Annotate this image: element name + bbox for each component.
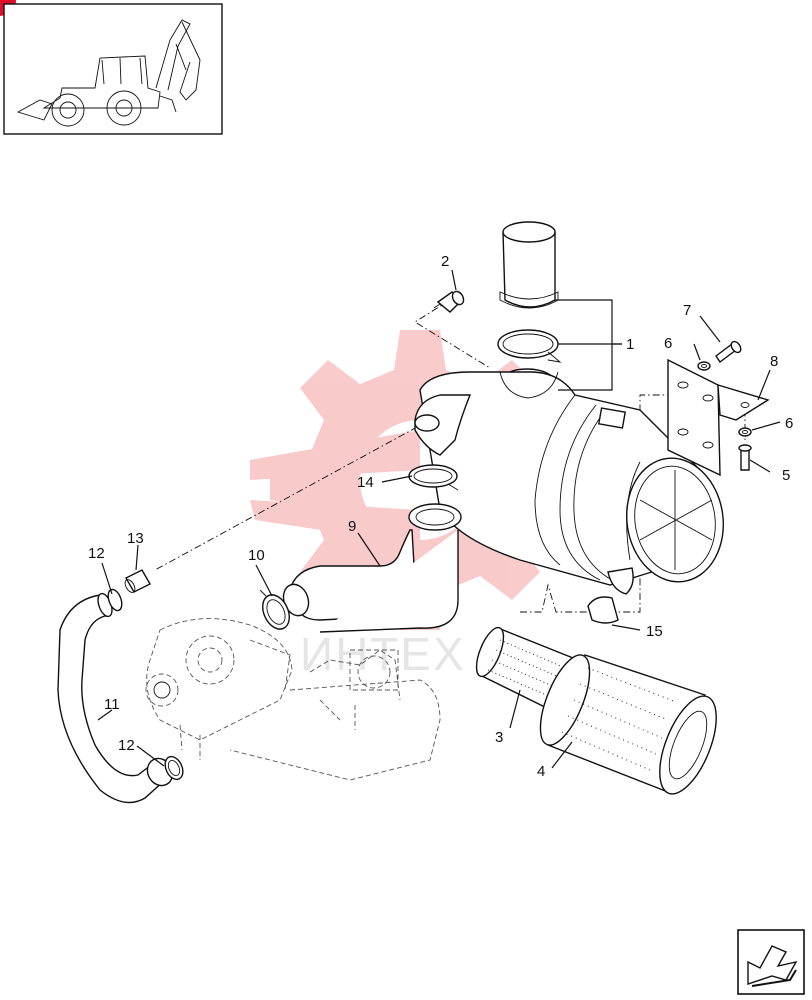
restriction-sensor[interactable] — [433, 289, 466, 313]
callout-8[interactable]: 8 — [770, 353, 778, 370]
watermark-text: ИНТЕХ — [300, 628, 466, 680]
callout-14[interactable]: 14 — [357, 474, 374, 491]
hose-clamp-upper[interactable] — [497, 329, 562, 363]
outer-filter-element[interactable] — [530, 649, 728, 802]
callout-labels: 1 2 3 4 5 6 6 7 8 9 10 11 12 12 13 14 15 — [88, 253, 793, 780]
intake-elbow-hose[interactable] — [279, 529, 459, 633]
dust-valve[interactable] — [587, 596, 619, 624]
callout-4[interactable]: 4 — [537, 763, 545, 780]
callout-13[interactable]: 13 — [127, 530, 144, 547]
mounting-bracket[interactable] — [667, 358, 770, 477]
hose-clamp-middle[interactable] — [408, 464, 459, 491]
hose-clamp-12-lower[interactable] — [162, 754, 187, 783]
engine-reference-ghost — [145, 618, 441, 781]
callout-12-upper[interactable]: 12 — [88, 545, 105, 562]
washer-6-lower[interactable] — [738, 427, 752, 437]
assembly-lines — [154, 299, 746, 613]
hose-clamp-10[interactable] — [258, 589, 295, 633]
callout-7[interactable]: 7 — [683, 302, 691, 319]
callout-11[interactable]: 11 — [104, 696, 120, 713]
callout-2[interactable]: 2 — [441, 253, 449, 270]
bolt-5[interactable] — [738, 444, 752, 471]
leader-lines — [97, 269, 781, 769]
precleaner-cap[interactable] — [499, 221, 559, 309]
callout-1[interactable]: 1 — [626, 336, 634, 353]
machine-thumbnail[interactable] — [3, 3, 223, 135]
callout-6-lower[interactable]: 6 — [785, 415, 793, 432]
bolt-7[interactable] — [715, 340, 743, 364]
callout-6-upper[interactable]: 6 — [664, 335, 672, 352]
hose-clamp-12-upper[interactable] — [106, 588, 125, 613]
callout-12-lower[interactable]: 12 — [118, 737, 135, 754]
callout-10[interactable]: 10 — [248, 547, 265, 564]
next-page-arrow-icon[interactable] — [737, 929, 805, 995]
washer-6-upper[interactable] — [697, 361, 711, 371]
callout-9[interactable]: 9 — [348, 518, 356, 535]
elbow-coupler-ring[interactable] — [408, 503, 462, 531]
callout-15[interactable]: 15 — [646, 623, 663, 640]
backhoe-loader-icon — [16, 19, 201, 127]
callout-5[interactable]: 5 — [782, 467, 790, 484]
callout-3[interactable]: 3 — [495, 729, 503, 746]
air-filter-housing[interactable] — [414, 371, 731, 595]
connector-nipple[interactable] — [123, 569, 151, 594]
